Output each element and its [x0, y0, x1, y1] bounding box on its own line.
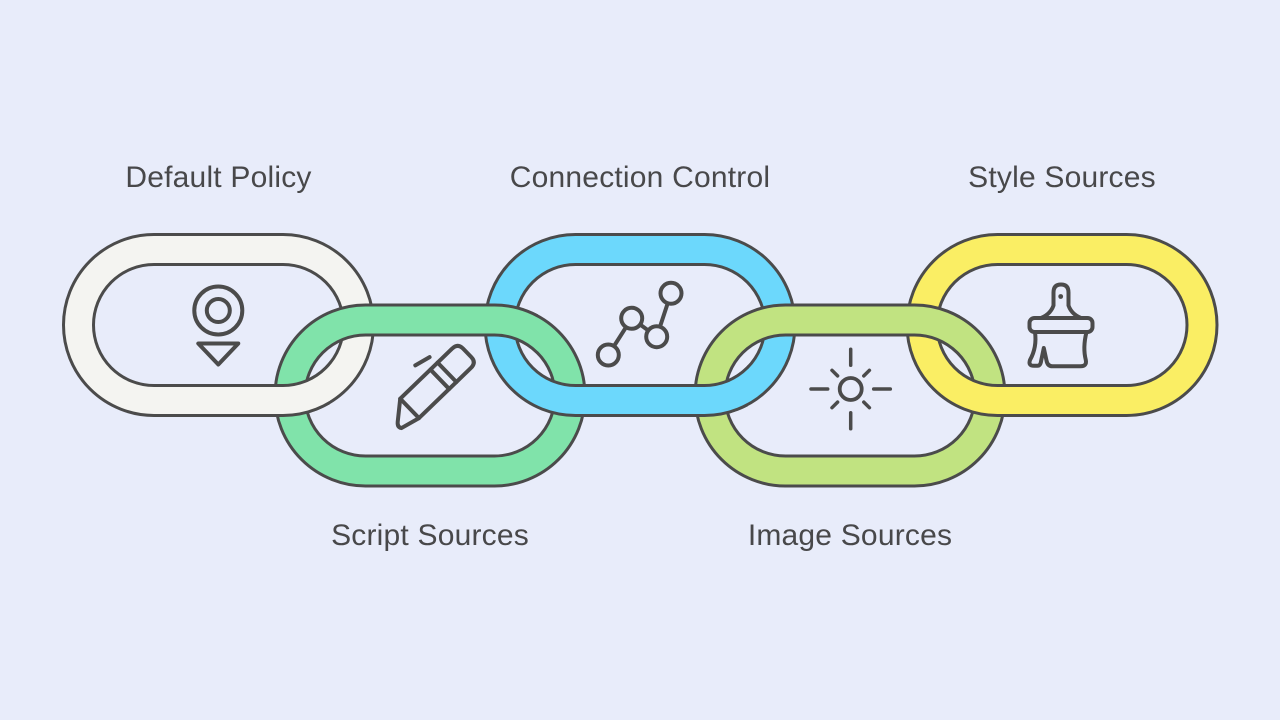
marker-pen-icon: [395, 343, 476, 431]
label-connection-control: Connection Control: [509, 161, 771, 194]
label-default-policy: Default Policy: [125, 161, 312, 194]
label-style-sources: Style Sources: [968, 161, 1156, 194]
location-marker-icon: [192, 284, 245, 367]
sun-icon: [809, 347, 893, 431]
paint-brush-icon: [1027, 282, 1095, 369]
label-image-sources: Image Sources: [747, 519, 953, 552]
label-script-sources: Script Sources: [331, 519, 529, 552]
line-graph-icon: [595, 280, 684, 368]
